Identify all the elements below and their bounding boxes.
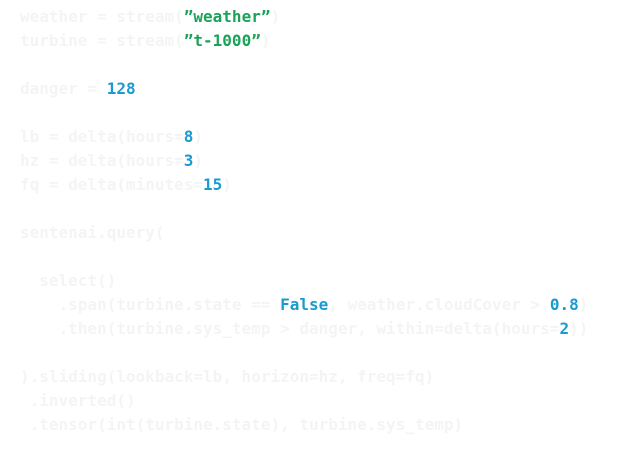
code-line: turbine = stream(”t-1000”): [20, 29, 588, 53]
code-number: 15: [203, 175, 223, 194]
code-line: weather = stream(”weather”): [20, 5, 588, 29]
code-text: )): [569, 319, 589, 338]
code-line: .inverted(): [20, 389, 588, 413]
code-line: .then(turbine.sys_temp > danger, within=…: [20, 317, 589, 341]
code-text: ): [260, 31, 271, 50]
code-text: ): [193, 127, 204, 146]
code-number: 3: [183, 151, 194, 170]
code-text: .span(turbine.state ==: [20, 295, 281, 314]
code-text: lb = delta(hours=: [20, 127, 184, 146]
code-text: danger =: [20, 79, 107, 98]
code-text: ): [578, 295, 589, 314]
code-text: select(): [20, 271, 117, 290]
code-line: [20, 341, 588, 365]
code-text: sentenai.query(: [20, 223, 165, 242]
code-line: .tensor(int(turbine.state), turbine.sys_…: [20, 413, 588, 437]
code-text: ): [193, 151, 204, 170]
code-line: fq = delta(minutes=15): [20, 173, 588, 197]
code-text: hz = delta(hours=: [20, 151, 184, 170]
code-text: ): [270, 7, 281, 26]
code-block: weather = stream(”weather”)turbine = str…: [20, 5, 588, 437]
code-line: ).sliding(lookback=lb, horizon=hz, freq=…: [20, 365, 588, 389]
code-line: lb = delta(hours=8): [20, 125, 588, 149]
code-text: .then(turbine.sys_temp > danger, within=…: [20, 319, 560, 338]
code-line: [20, 101, 588, 125]
code-text: ): [222, 175, 232, 194]
code-line: .span(turbine.state == False, weather.cl…: [20, 293, 589, 317]
code-text: fq = delta(minutes=: [20, 175, 204, 194]
code-line: [20, 197, 588, 221]
code-line: danger = 128: [20, 77, 588, 101]
code-text: .inverted(): [20, 391, 136, 410]
code-line: [20, 53, 588, 77]
code-text: turbine = stream(: [20, 31, 184, 50]
code-text: , weather.cloudCover >: [328, 295, 550, 314]
code-line: hz = delta(hours=3): [20, 149, 588, 173]
code-number: 8: [183, 127, 194, 146]
code-text: weather = stream(: [20, 7, 184, 26]
code-line: [20, 245, 588, 269]
code-number: 128: [106, 79, 136, 98]
code-line: sentenai.query(: [20, 221, 588, 245]
code-string: ”t-1000”: [183, 31, 261, 50]
code-number: 2: [559, 319, 570, 338]
code-line: select(): [20, 269, 588, 293]
code-number: False: [280, 295, 329, 314]
code-text: .tensor(int(turbine.state), turbine.sys_…: [20, 415, 464, 434]
code-text: ).sliding(lookback=lb, horizon=hz, freq=…: [20, 367, 435, 386]
code-string: ”weather”: [183, 7, 271, 26]
code-number: 0.8: [549, 295, 579, 314]
